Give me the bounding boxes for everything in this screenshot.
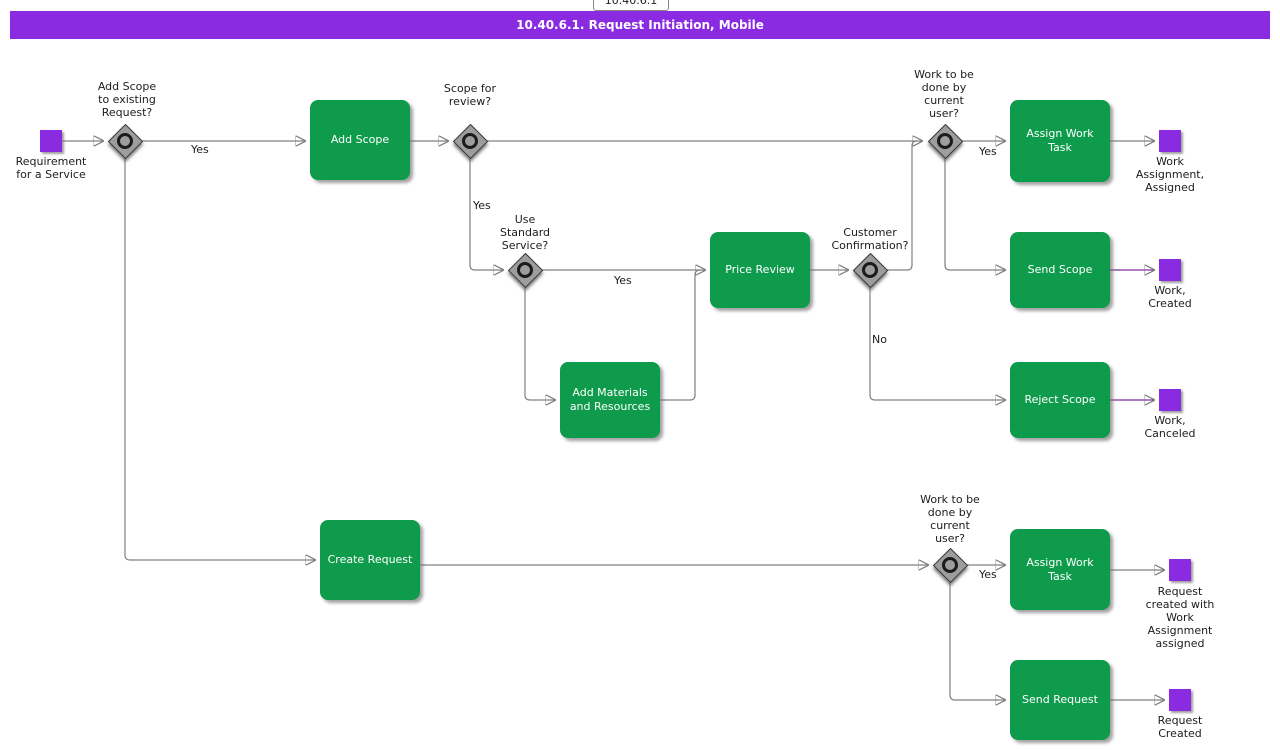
activity-assign-work-task-top[interactable]: Assign Work Task (1010, 100, 1110, 182)
event-work-assignment-assigned[interactable] (1159, 130, 1181, 152)
event-label-work-assignment-assigned: Work Assignment, Assigned (1135, 155, 1205, 194)
event-label-work-canceled: Work, Canceled (1144, 414, 1196, 440)
event-request-created[interactable] (1169, 689, 1191, 711)
diagram-title-bar: 10.40.6.1. Request Initiation, Mobile (10, 11, 1270, 39)
edge-workbottom-down-to-send-request (949, 582, 1005, 700)
gateway-label-use-standard-service: Use Standard Service? (499, 213, 551, 252)
gateway-scope-for-review[interactable] (452, 123, 489, 160)
gateway-label-customer-confirmation: Customer Confirmation? (831, 226, 909, 252)
edge-gateway-down-to-create-request (124, 158, 315, 560)
gateway-circle-icon (517, 262, 533, 278)
activity-send-scope[interactable]: Send Scope (1010, 232, 1110, 308)
gateway-circle-icon (462, 133, 478, 149)
event-requirement-for-service[interactable] (40, 130, 62, 152)
event-work-created[interactable] (1159, 259, 1181, 281)
gateway-circle-icon (862, 262, 878, 278)
diagram-title: 10.40.6.1. Request Initiation, Mobile (516, 18, 764, 32)
gateway-label-add-scope-to-existing: Add Scope to existing Request? (97, 80, 157, 119)
activity-price-review[interactable]: Price Review (710, 232, 810, 308)
gateway-label-work-to-be-done-top: Work to be done by current user? (914, 68, 974, 120)
edge-add-materials-to-price-review (660, 269, 701, 401)
event-work-canceled[interactable] (1159, 389, 1181, 411)
edge-label-yes-add-scope: Yes (191, 143, 209, 156)
event-label-request-created-with-assignment: Request created with Work Assignment ass… (1145, 585, 1215, 650)
activity-assign-work-task-bottom[interactable]: Assign Work Task (1010, 529, 1110, 610)
event-label-work-created: Work, Created (1148, 284, 1192, 310)
event-label-request-created: Request Created (1157, 714, 1203, 740)
gateway-customer-confirmation[interactable] (852, 252, 889, 289)
gateway-circle-icon (937, 133, 953, 149)
gateway-add-scope-to-existing-request[interactable] (107, 123, 144, 160)
gateway-use-standard-service[interactable] (507, 252, 544, 289)
gateway-circle-icon (942, 557, 958, 573)
edge-review-yes-to-standard-gateway (469, 158, 503, 270)
edge-standard-down-to-add-materials (524, 287, 555, 400)
edge-confirmation-no-to-reject (869, 287, 1005, 400)
activity-add-scope[interactable]: Add Scope (310, 100, 410, 180)
gateway-label-work-to-be-done-bottom: Work to be done by current user? (920, 493, 980, 545)
gateway-circle-icon (117, 133, 133, 149)
edge-worktop-down-to-send-scope (944, 158, 1005, 270)
event-request-created-with-assignment[interactable] (1169, 559, 1191, 581)
activity-reject-scope[interactable]: Reject Scope (1010, 362, 1110, 438)
gateway-work-to-be-done-top[interactable] (927, 123, 964, 160)
edge-label-yes-scope-review: Yes (473, 199, 491, 212)
activity-create-request[interactable]: Create Request (320, 520, 420, 600)
edge-label-yes-standard-service: Yes (614, 274, 632, 287)
edge-label-no-customer-confirmation: No (872, 333, 887, 346)
activity-send-request[interactable]: Send Request (1010, 660, 1110, 740)
edge-label-yes-work-top: Yes (979, 145, 997, 158)
event-label-requirement: Requirement for a Service (15, 155, 87, 181)
gateway-work-to-be-done-bottom[interactable] (932, 547, 969, 584)
diagram-id-tab[interactable]: 10.40.6.1 (593, 0, 669, 11)
edge-label-yes-work-bottom: Yes (979, 568, 997, 581)
edge-confirmation-up-to-worktop (887, 140, 918, 271)
gateway-label-scope-for-review: Scope for review? (443, 82, 497, 108)
activity-add-materials-and-resources[interactable]: Add Materials and Resources (560, 362, 660, 438)
